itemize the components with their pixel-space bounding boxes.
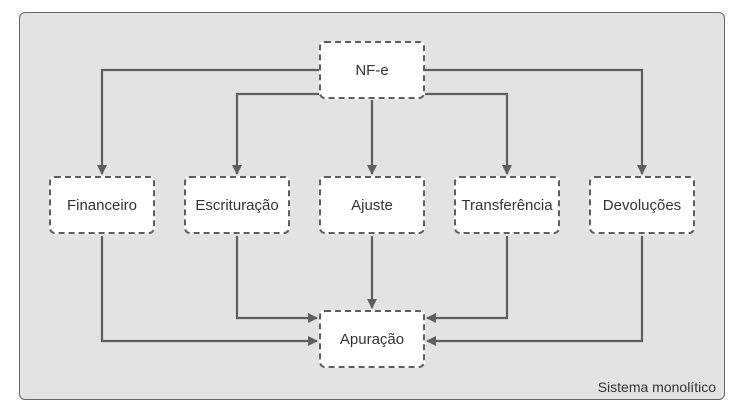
node-nfe: NF-e [319, 41, 425, 99]
node-devolucoes: Devoluções [589, 176, 695, 234]
container-label: Sistema monolítico [597, 379, 716, 395]
node-escrituracao: Escrituração [184, 176, 290, 234]
node-ajuste: Ajuste [319, 176, 425, 234]
node-financeiro: Financeiro [49, 176, 155, 234]
node-transferencia: Transferência [454, 176, 560, 234]
node-apuracao: Apuração [319, 310, 425, 368]
